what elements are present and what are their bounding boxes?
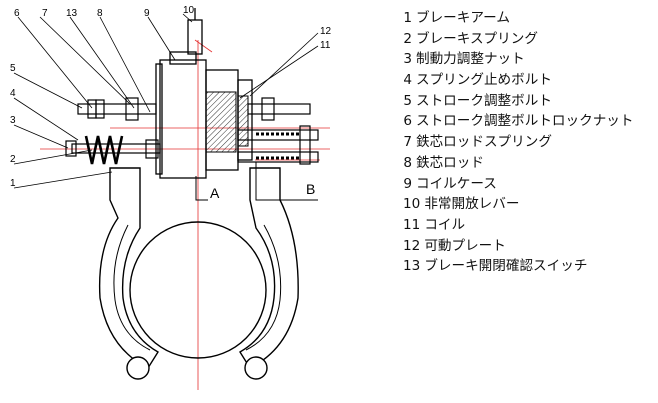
callout-2: 2 — [10, 154, 16, 165]
section-b-label: B — [306, 181, 315, 197]
release-lever — [187, 8, 203, 55]
section-markers — [195, 162, 318, 201]
right-brake-shoe — [245, 224, 282, 351]
callout-12: 12 — [320, 26, 332, 37]
callout-8: 8 — [97, 8, 103, 19]
leader-lines — [13, 13, 319, 189]
core-rod — [237, 125, 319, 165]
callout-13: 13 — [66, 8, 78, 19]
callout-5: 5 — [10, 63, 16, 74]
callout-9: 9 — [144, 8, 150, 19]
stroke-bolts — [77, 97, 311, 121]
right-arm-pin — [244, 356, 268, 380]
callout-3: 3 — [10, 115, 16, 126]
core-rod-spring — [256, 132, 300, 160]
callout-6: 6 — [14, 8, 20, 19]
brake-spring-rod — [65, 139, 161, 159]
section-a-label: A — [210, 185, 220, 201]
callout-4: 4 — [10, 88, 16, 99]
moving-plate — [237, 95, 249, 147]
left-arm-pin — [126, 356, 150, 380]
coil-hatch — [205, 91, 237, 153]
callout-1: 1 — [10, 178, 16, 189]
callout-7: 7 — [42, 8, 48, 19]
brake-spring — [84, 135, 124, 165]
left-brake-shoe — [113, 224, 151, 351]
brake-drawing: A B 6 7 13 8 9 10 12 11 5 4 3 2 1 — [10, 5, 332, 390]
right-brake-arm — [239, 167, 299, 369]
brake-drum — [129, 221, 267, 359]
callout-10: 10 — [183, 5, 195, 16]
callout-11: 11 — [320, 40, 331, 51]
